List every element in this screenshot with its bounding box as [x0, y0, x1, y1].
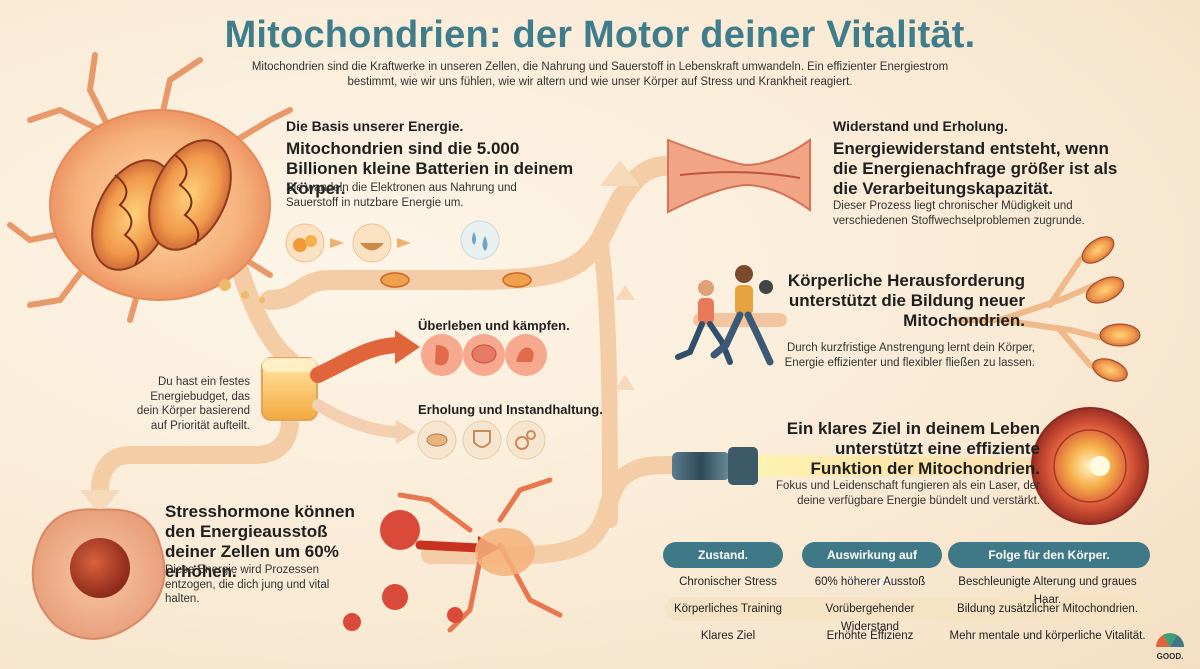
spark-dots: [219, 279, 265, 303]
stress-body: Diese Energie wird Prozessen entzogen, d…: [165, 564, 330, 605]
table-cell: 60% höherer Ausstoß: [814, 576, 926, 588]
flow-arrowheads: [80, 160, 640, 515]
resistance-label: Widerstand und Erholung.: [833, 118, 1008, 134]
runners-illustration: [675, 265, 774, 366]
table-cell: Klares Ziel: [700, 630, 756, 642]
table-cell: Erhöhte Effizienz: [826, 630, 914, 642]
basis-body: Sie wandeln die Elektronen aus Nahrung u…: [286, 182, 517, 209]
growing-mitochondria-illustration: [957, 236, 1141, 382]
table-cell: Mehr mentale und körperliche Vitalität.: [949, 630, 1146, 642]
neuron-illustration: [7, 52, 293, 323]
table-cell: Chronischer Stress: [679, 576, 777, 588]
basis-headline: Mitochondrien sind die 5.000 Billionen k…: [286, 139, 574, 198]
table-header-impact: Auswirkung auf Energie.: [802, 542, 942, 588]
resistance-headline: Energiewiderstand entsteht, wenn die Ene…: [833, 139, 1118, 198]
flow-mitochondria: [380, 272, 532, 288]
recovery-label: Erholung und Instandhaltung.: [418, 402, 603, 417]
budget-text: Du hast ein festes Energiebudget, das de…: [136, 376, 250, 432]
priority-arrow: [310, 337, 408, 383]
table-cell: Vorübergehender Widerstand: [825, 603, 915, 633]
resistance-constriction-illustration: [667, 138, 811, 214]
page-title: Mitochondrien: der Motor deiner Vitalitä…: [224, 14, 976, 56]
resistance-body: Dieser Prozess liegt chronischer Müdigke…: [833, 200, 1085, 227]
table-cell: Bildung zusätzlicher Mitochondrien.: [957, 603, 1138, 615]
purpose-headline: Ein klares Ziel in deinem Leben unterstü…: [786, 419, 1040, 478]
brand-logo: GOOD.: [1156, 633, 1184, 661]
purpose-body: Fokus und Leidenschaft fungieren als ein…: [775, 480, 1040, 507]
stress-headline: Stresshormone können den Energieausstoß …: [165, 502, 355, 581]
basis-label: Die Basis unserer Energie.: [286, 118, 464, 134]
svg-text:GOOD.: GOOD.: [1157, 652, 1184, 661]
energy-jar-icon: [261, 357, 318, 421]
table-cell: Körperliches Training: [673, 603, 783, 615]
table-cell: Beschleunigte Alterung und graues Haar.: [958, 576, 1137, 606]
recovery-icons: [417, 420, 546, 460]
stressed-cell-illustration: [31, 508, 166, 640]
table-header-state: Zustand.: [663, 542, 783, 568]
table-row-band: [665, 597, 1150, 621]
exercise-headline: Körperliche Herausforderung unterstützt …: [787, 271, 1025, 330]
survival-icons: [421, 334, 547, 376]
process-icons: [285, 220, 500, 263]
survival-label: Überleben und kämpfen.: [418, 318, 570, 333]
table-header-consequence: Folge für den Körper.: [948, 542, 1150, 568]
flashlight-laser-illustration: [672, 407, 1149, 525]
exercise-body: Durch kurzfristige Anstrengung lernt dei…: [784, 342, 1035, 369]
page-subtitle: Mitochondrien sind die Kraftwerke in uns…: [251, 61, 949, 88]
stress-virus-illustration: [343, 477, 563, 633]
